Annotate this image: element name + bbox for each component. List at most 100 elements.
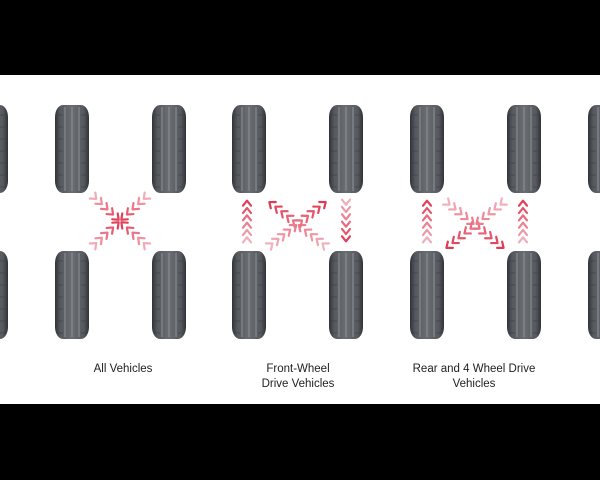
chevron-arrow-icon: [340, 198, 352, 206]
chevron-arrow-icon: [294, 219, 304, 228]
chevron-arrow-icon: [94, 196, 103, 206]
chevron-arrow-icon: [421, 236, 433, 244]
tire-icon: [54, 250, 90, 340]
chevron-arrow-icon: [137, 236, 146, 246]
chevron-arrow-icon: [490, 235, 499, 245]
chevron-arrow-icon: [340, 213, 352, 221]
chevron-arrow-icon: [469, 221, 478, 230]
chevron-arrow-icon: [421, 199, 433, 207]
chevron-arrow-icon: [321, 242, 331, 251]
chevron-arrow-icon: [111, 221, 120, 230]
chevron-arrow-icon: [300, 214, 310, 224]
tire-icon: [506, 104, 542, 194]
chevron-arrow-icon: [493, 202, 502, 211]
chevron-arrow-icon: [241, 228, 253, 237]
chevron-arrow-icon: [460, 211, 469, 221]
chevron-arrow-icon: [340, 235, 352, 243]
chevron-arrow-icon: [282, 228, 292, 237]
chevron-arrow-icon: [517, 221, 529, 229]
chevron-arrow-icon: [445, 240, 454, 249]
chevron-arrow-icon: [499, 197, 508, 206]
caption-front-wheel-drive: Front-Wheel Drive Vehicles: [218, 362, 378, 392]
rotation-diagram-panel: All Vehicles Front-Wheel Drive Vehicles …: [0, 75, 600, 404]
chevron-arrow-icon: [280, 210, 289, 219]
caption-all-vehicles: All Vehicles: [93, 363, 153, 375]
chevron-arrow-icon: [142, 191, 152, 201]
chevron-arrow-icon: [94, 236, 103, 246]
chevron-arrow-icon: [496, 240, 505, 249]
chevron-arrow-icon: [451, 235, 460, 245]
chevron-arrow-icon: [421, 228, 433, 237]
chevron-arrow-icon: [517, 236, 529, 244]
tire-rotation-diagram: [0, 104, 600, 340]
chevron-arrow-icon: [340, 205, 352, 214]
chevron-arrow-icon: [288, 223, 298, 233]
tire-icon: [151, 104, 187, 194]
tire-icon: [151, 250, 187, 340]
chevron-arrow-icon: [517, 228, 529, 237]
chevron-arrow-icon: [478, 226, 487, 235]
chevron-arrow-icon: [315, 237, 325, 247]
chevron-arrow-icon: [142, 241, 152, 251]
chevron-arrow-icon: [309, 233, 319, 242]
chevron-arrow-icon: [111, 212, 120, 221]
chevron-arrow-icon: [340, 227, 352, 236]
tire-icon: [409, 250, 445, 340]
caption-line: Front-Wheel: [266, 363, 330, 375]
caption-line: Drive Vehicles: [261, 378, 335, 390]
caption-line: Vehicles: [452, 378, 496, 390]
chevron-arrow-icon: [517, 206, 529, 215]
chevron-arrow-icon: [99, 231, 109, 241]
chevron-arrow-icon: [297, 223, 307, 233]
diagram-front-wheel-drive: [231, 104, 364, 340]
chevron-arrow-icon: [285, 214, 295, 224]
tire-icon: [506, 250, 542, 340]
tire-icon: [587, 250, 600, 340]
chevron-arrow-icon: [131, 201, 141, 211]
chevron-arrow-icon: [463, 226, 472, 235]
chevron-arrow-icon: [481, 211, 490, 221]
chevron-arrow-icon: [105, 207, 115, 216]
chevron-arrow-icon: [120, 221, 129, 230]
chevron-arrow-icon: [448, 202, 457, 211]
chevron-arrow-icon: [270, 237, 280, 247]
chevron-arrow-icon: [306, 210, 315, 219]
tire-icon: [0, 104, 9, 194]
tire-icon: [409, 104, 445, 194]
chevron-arrow-icon: [517, 199, 529, 207]
tire-icon: [54, 104, 90, 194]
chevron-arrow-icon: [276, 233, 286, 242]
diagram-rear-4wd: [409, 104, 542, 340]
chevron-arrow-icon: [457, 230, 466, 240]
chevron-arrow-icon: [517, 214, 529, 222]
chevron-arrow-icon: [475, 216, 484, 225]
chevron-arrow-icon: [241, 206, 253, 215]
chevron-arrow-icon: [125, 207, 135, 216]
diagram-all-vehicles: [54, 104, 187, 340]
chevron-arrow-icon: [241, 236, 253, 244]
x-rotation-arrows: [88, 191, 152, 251]
chevron-arrow-icon: [88, 241, 98, 251]
chevron-arrow-icon: [340, 220, 352, 228]
tire-icon: [587, 104, 600, 194]
chevron-arrow-icon: [264, 242, 274, 251]
chevron-arrow-icon: [274, 205, 283, 214]
tire-icon: [231, 104, 267, 194]
chevron-arrow-icon: [421, 221, 433, 229]
chevron-arrow-icon: [88, 191, 98, 201]
chevron-arrow-icon: [454, 206, 463, 216]
chevron-arrow-icon: [303, 228, 313, 237]
chevron-arrow-icon: [318, 200, 327, 210]
chevron-arrow-icon: [268, 200, 277, 210]
tire-icon: [328, 104, 364, 194]
chevron-arrow-icon: [241, 199, 253, 207]
caption-line: Rear and 4 Wheel Drive: [412, 363, 536, 375]
tire-icon: [231, 250, 267, 340]
chevron-arrow-icon: [241, 214, 253, 222]
chevron-arrow-icon: [241, 221, 253, 229]
tire-icon: [0, 250, 9, 340]
chevron-arrow-icon: [99, 201, 109, 211]
front-wheel-drive-arrows: [241, 198, 352, 251]
chevron-arrow-icon: [131, 231, 141, 241]
chevron-arrow-icon: [137, 196, 146, 206]
